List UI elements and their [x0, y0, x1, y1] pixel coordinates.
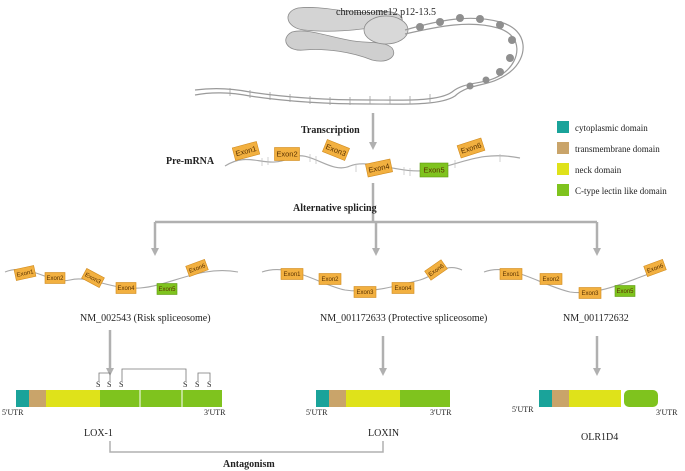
legend-label: cytoplasmic domain — [575, 123, 648, 133]
isoform3-exon3-label: Exon3 — [581, 291, 599, 297]
disulfide-s-4: S — [183, 380, 187, 389]
pre-mrna-exon1: Exon1 — [231, 141, 261, 161]
legend-swatch — [557, 163, 569, 175]
utr3-label-3: 3'UTR — [656, 408, 678, 417]
chromosome-label: chromosome12 p12-13.5 — [336, 7, 436, 18]
pre-mrna-exon6: Exon6 — [456, 137, 486, 159]
legend-swatch — [557, 121, 569, 133]
isoform3-exon6: Exon6 — [643, 259, 667, 277]
disulfide-s-5: S — [195, 380, 199, 389]
legend-swatch — [557, 142, 569, 154]
isoform1-exon5: Exon5 — [156, 283, 178, 295]
disulfide-s-2: S — [107, 380, 111, 389]
protein-bar-loxin — [316, 390, 450, 407]
isoform2-exon1: Exon1 — [280, 268, 304, 280]
isoform3-exon2: Exon2 — [539, 273, 563, 285]
legend-label: C-type lectin like domain — [575, 186, 667, 196]
utr3-label-1: 3'UTR — [204, 408, 226, 417]
transcript-label-2: NM_001172633 (Protective spliceosome) — [320, 313, 487, 324]
isoform1-exon1-label: Exon1 — [16, 269, 35, 279]
isoform3-exon2-label: Exon2 — [542, 277, 560, 283]
isoform2-exon3: Exon3 — [353, 286, 377, 298]
isoform3-exon1: Exon1 — [499, 268, 523, 280]
legend-label: neck domain — [575, 165, 622, 175]
isoform1-exon2-label: Exon2 — [46, 276, 64, 282]
isoform1-exon6: Exon6 — [185, 259, 209, 277]
isoform1-exon4: Exon4 — [115, 282, 137, 294]
legend-label: transmembrane domain — [575, 144, 660, 154]
isoform1-exon3: Exon3 — [81, 268, 105, 288]
isoform2-exon4: Exon4 — [391, 282, 415, 294]
protein-name-olr1d4: OLR1D4 — [581, 432, 618, 443]
isoform3-exon1-label: Exon1 — [502, 272, 520, 278]
pre-mrna-exon5-label: Exon5 — [423, 166, 444, 175]
isoform1-exon2: Exon2 — [44, 272, 66, 284]
isoform1-exon5-label: Exon5 — [158, 287, 176, 293]
disulfide-s-6: S — [207, 380, 211, 389]
utr5-label-1: 5'UTR — [2, 408, 24, 417]
antagonism-bracket — [109, 441, 384, 453]
utr3-label-2: 3'UTR — [430, 408, 452, 417]
isoform2-exon4-label: Exon4 — [394, 286, 412, 292]
protein-name-lox1: LOX-1 — [84, 428, 113, 439]
antagonism-label: Antagonism — [223, 459, 275, 470]
protein-bar-olr1d4 — [539, 390, 658, 407]
transcript-label-1: NM_002543 (Risk spliceosome) — [80, 313, 211, 324]
pre-mrna-exon5: Exon5 — [419, 162, 449, 178]
pre-mrna-exon3: Exon3 — [322, 139, 350, 161]
isoform1-exon1: Exon1 — [13, 265, 37, 281]
pre-mrna-exon2-label: Exon2 — [276, 150, 297, 159]
transcription-label: Transcription — [301, 125, 360, 136]
pre-mrna-strand — [224, 154, 521, 176]
isoform3-exon5-label: Exon5 — [616, 289, 634, 295]
isoform3-exon5: Exon5 — [614, 285, 636, 297]
pre-mrna-label: Pre-mRNA — [166, 156, 215, 167]
isoform2-exon2: Exon2 — [318, 273, 342, 285]
protein-name-loxin: LOXIN — [368, 428, 399, 439]
isoform1-exon6-label: Exon6 — [188, 263, 207, 275]
isoform3-exon3: Exon3 — [578, 287, 602, 299]
pre-mrna-exon4-label: Exon4 — [368, 162, 391, 175]
utr5-label-2: 5'UTR — [306, 408, 328, 417]
isoform2-exon3-label: Exon3 — [356, 290, 374, 296]
domain-legend: cytoplasmic domain transmembrane domain ne… — [557, 121, 667, 196]
disulfide-s-3: S — [119, 380, 123, 389]
isoform1-exon4-label: Exon4 — [117, 286, 135, 292]
alternative-splicing-label: Alternative splicing — [293, 203, 377, 214]
chromosome-graphic — [194, 7, 524, 105]
transcript-label-3: NM_001172632 — [563, 313, 629, 324]
isoform2-exon1-label: Exon1 — [283, 272, 301, 278]
pre-mrna-exon2: Exon2 — [274, 147, 300, 161]
pre-mrna-exon4: Exon4 — [365, 158, 393, 178]
isoform2-exon2-label: Exon2 — [321, 277, 339, 283]
isoform3-exon6-label: Exon6 — [646, 263, 665, 275]
protein-bar-lox1: S S S S S S — [16, 368, 222, 407]
utr5-label-3: 5'UTR — [512, 405, 534, 414]
disulfide-s-1: S — [96, 380, 100, 389]
legend-swatch — [557, 184, 569, 196]
